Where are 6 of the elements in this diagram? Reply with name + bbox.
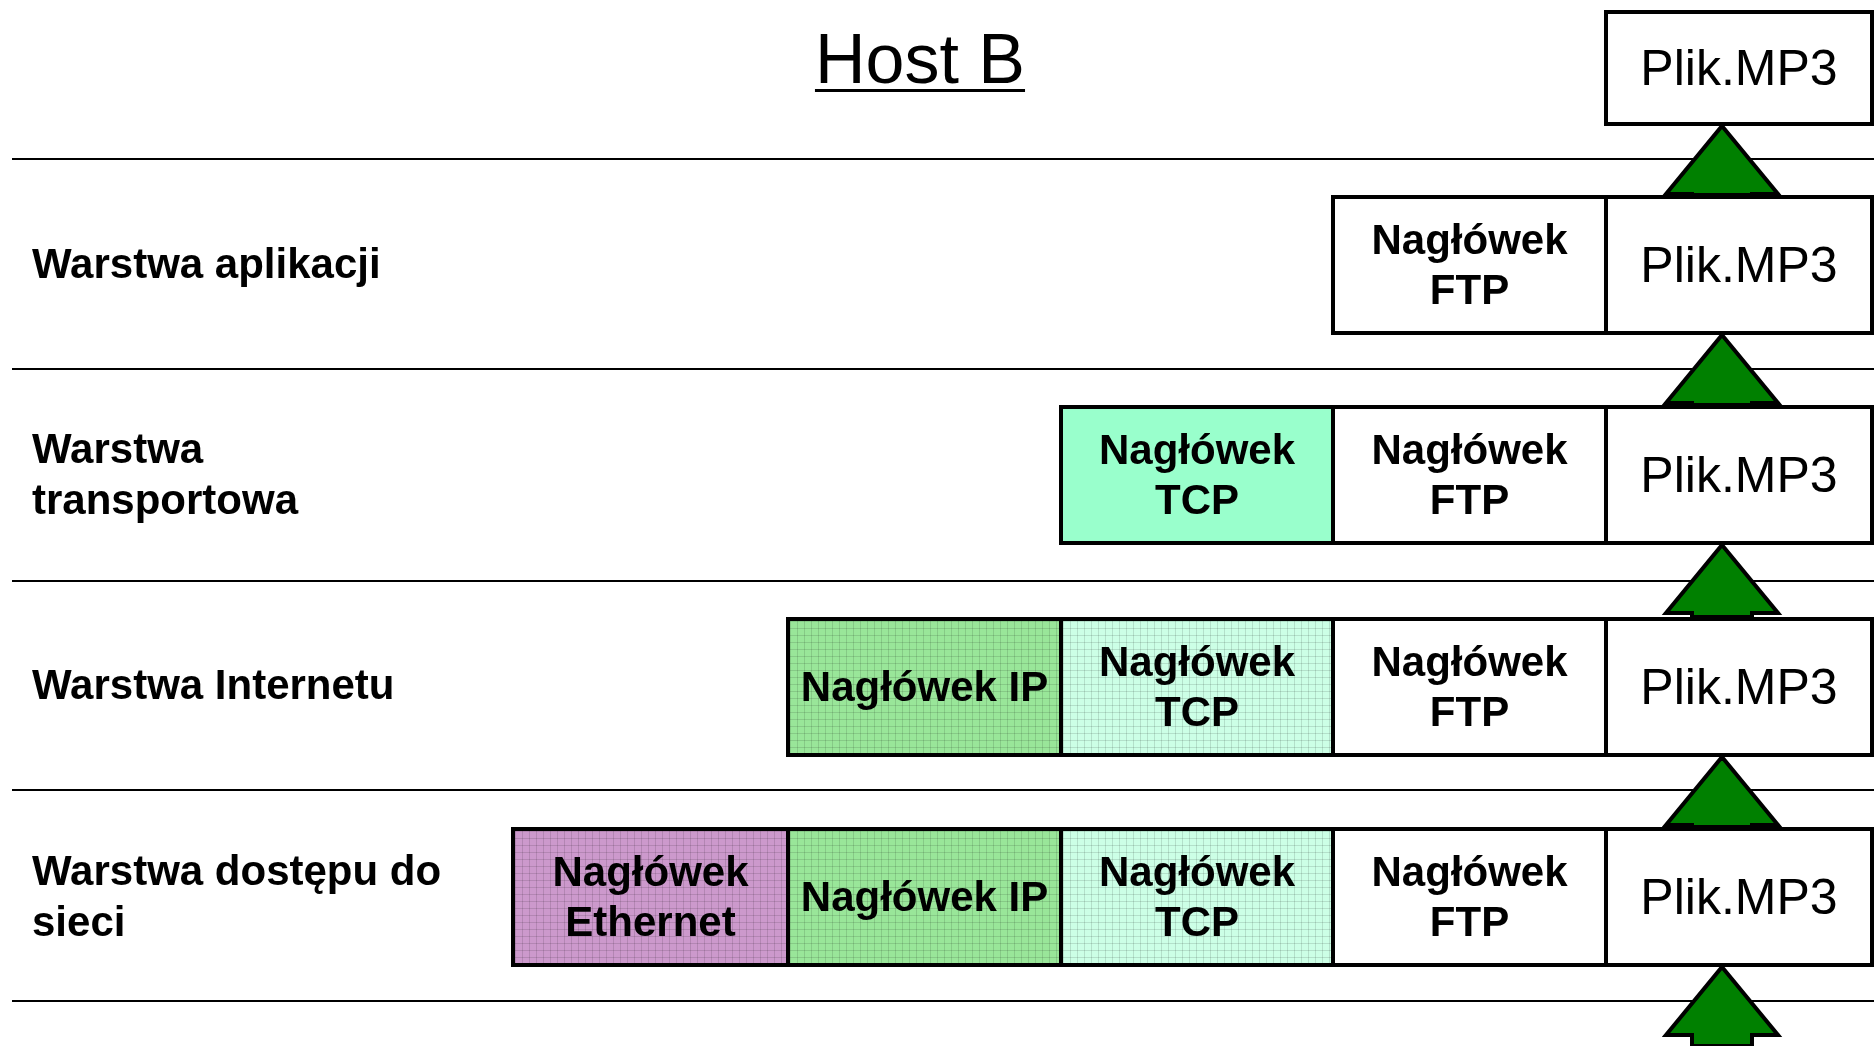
layer-name: Warstwa aplikacji [32,239,382,290]
layer-name: Warstwa transportowa [32,423,300,525]
diagram-title: Host B [813,24,1027,94]
file-box: Plik.MP3 [1604,10,1874,126]
layer-name: Warstwa dostępu do sieci [32,845,443,947]
layer-name: Warstwa Internetu [32,660,396,711]
